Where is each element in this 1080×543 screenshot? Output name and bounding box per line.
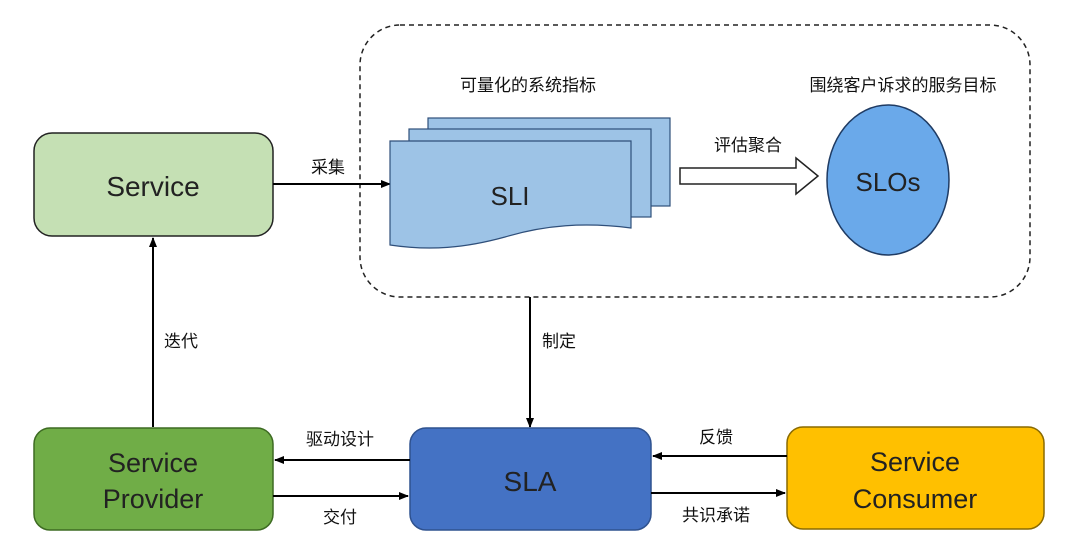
service-consumer-box xyxy=(786,426,1045,530)
service-label: Service xyxy=(106,171,199,202)
sla-box xyxy=(409,427,652,531)
deliver-label: 交付 xyxy=(323,508,357,528)
sli-node[interactable]: SLI xyxy=(389,117,671,249)
consensus-label: 共识承诺 xyxy=(682,506,750,526)
sli-doc-front xyxy=(389,140,632,249)
service-node[interactable]: Service xyxy=(33,132,274,237)
slos-label: SLOs xyxy=(855,167,920,197)
collect-label: 采集 xyxy=(311,158,345,178)
slos-node[interactable]: SLOs xyxy=(826,104,950,256)
service-provider-line1: Service xyxy=(108,448,198,478)
aggregate-label: 评估聚合 xyxy=(714,136,782,156)
sli-caption: 可量化的系统指标 xyxy=(460,76,596,96)
sla-label: SLA xyxy=(504,466,557,497)
feedback-label: 反馈 xyxy=(699,428,733,448)
slos-caption: 围绕客户诉求的服务目标 xyxy=(810,76,997,96)
define-label: 制定 xyxy=(542,332,576,352)
iterate-label: 迭代 xyxy=(164,332,198,352)
aggregate-arrow xyxy=(679,156,820,196)
drive-design-label: 驱动设计 xyxy=(306,430,374,450)
slo-sli-group-container xyxy=(359,24,1031,298)
sli-label: SLI xyxy=(490,181,529,211)
service-provider-node[interactable]: Service Provider xyxy=(33,427,274,531)
service-consumer-node[interactable]: Service Consumer xyxy=(786,426,1045,530)
sla-node[interactable]: SLA xyxy=(409,427,652,531)
service-provider-line2: Provider xyxy=(103,484,204,514)
slos-circle xyxy=(826,104,950,256)
service-provider-box xyxy=(33,427,274,531)
service-consumer-line2: Consumer xyxy=(853,484,978,514)
service-consumer-line1: Service xyxy=(870,447,960,477)
